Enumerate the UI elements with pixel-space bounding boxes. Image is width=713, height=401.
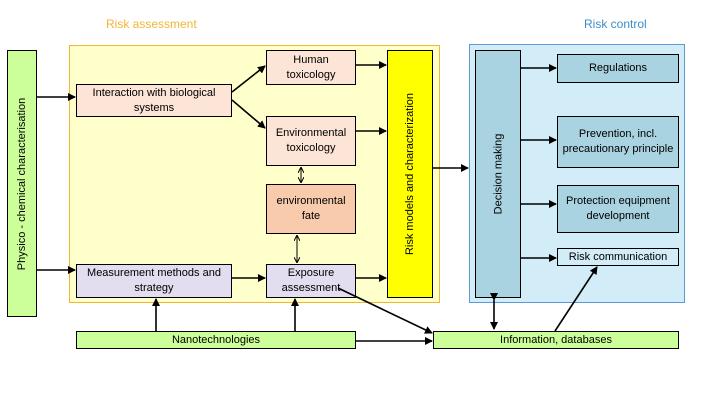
regulations-box: Regulations [557,54,679,83]
physico-chemical-label: Physico - chemical characterisation [16,97,28,270]
protection-equipment-box: Protection equipment development [557,185,679,233]
decision-making-box: Decision making [475,50,521,298]
physico-chemical-box: Physico - chemical characterisation [7,50,37,317]
environmental-fate-box: environmental fate [266,184,356,234]
risk-control-title: Risk control [584,17,647,31]
exposure-assessment-box: Exposure assessment [266,264,356,298]
risk-models-box: Risk models and characterization [387,50,433,298]
risk-models-label: Risk models and characterization [404,92,416,256]
interaction-box: Interaction with biological systems [76,84,232,117]
risk-communication-box: Risk communication [557,248,679,266]
measurement-methods-box: Measurement methods and strategy [76,264,232,298]
prevention-box: Prevention, incl. precautionary principl… [557,116,679,168]
nanotechnologies-box: Nanotechnologies [76,331,356,349]
risk-assessment-title: Risk assessment [106,17,197,31]
environmental-toxicology-box: Environmental toxicology [266,116,356,166]
information-databases-box: Information, databases [433,331,679,349]
human-toxicology-box: Human toxicology [266,50,356,85]
decision-making-label: Decision making [492,133,505,215]
